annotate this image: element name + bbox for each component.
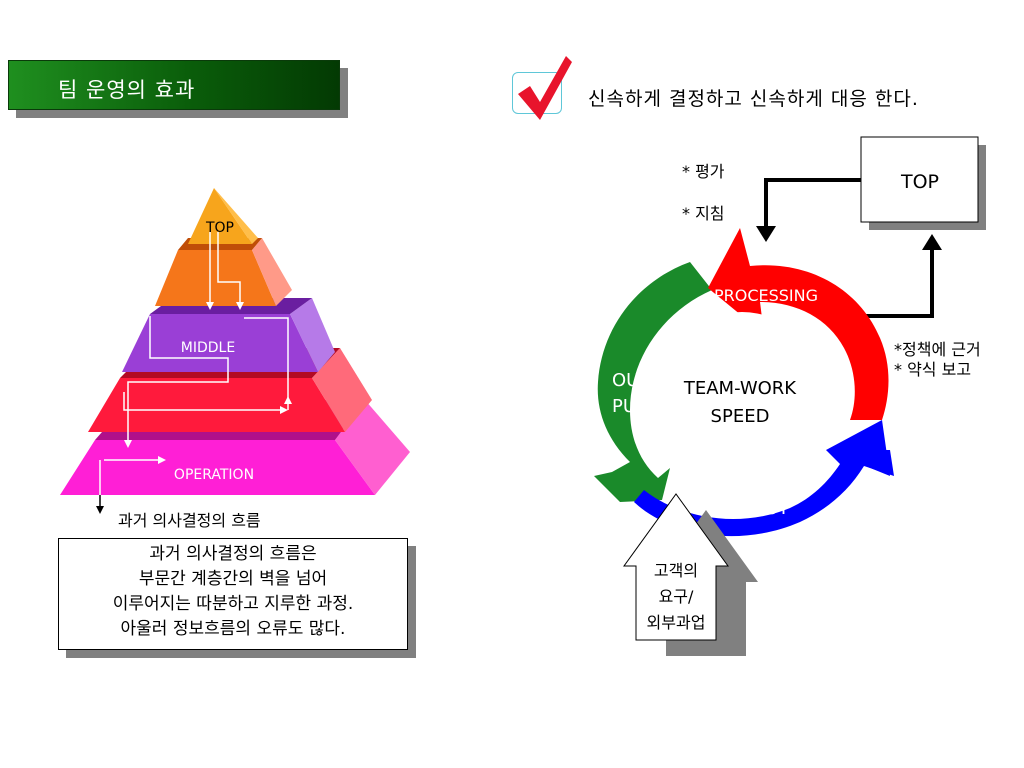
pyramid-tier-4 — [88, 378, 345, 432]
explain-line-2: 부문간 계층간의 벽을 넘어 — [138, 569, 328, 589]
customer-arrow — [623, 493, 729, 641]
headline: 신속하게 결정하고 신속하게 대응 한다. — [588, 88, 919, 110]
pyramid-tier-2 — [155, 250, 276, 306]
pyramid-tier-top — [188, 188, 252, 244]
title-bar — [8, 60, 340, 110]
pyramid-tier-4-side — [312, 348, 372, 432]
top-to-processing-arrowhead — [756, 226, 776, 242]
input-label: IN -PUT — [723, 498, 790, 519]
processing-to-top-line — [860, 248, 934, 318]
note-policy: *정책에 근거 — [894, 340, 981, 359]
cycle-diagram: TOP PROCESSING OUT- PUT IN -PUT TEAM-WOR… — [594, 136, 986, 656]
page-title: 팀 운영의 효과 — [58, 78, 196, 102]
center-label-line-1: TEAM-WORK — [683, 378, 797, 399]
note-guideline: * 지침 — [682, 204, 725, 223]
top-box — [860, 136, 979, 223]
pyramid-label-operation: OPERATION — [174, 467, 254, 483]
top-to-processing-line — [764, 178, 861, 230]
cycle-output-arrow — [594, 262, 712, 502]
output-label-line-1: OUT- — [612, 370, 655, 391]
pyramid-tier-2-side — [252, 238, 292, 306]
pyramid-tier-operation — [60, 440, 375, 495]
cycle-processing-arrow — [708, 228, 889, 420]
cycle-center — [664, 312, 820, 468]
pyramid-label-top: TOP — [205, 220, 234, 236]
customer-line-3: 외부과업 — [647, 613, 706, 632]
pyramid-tier-top-side — [214, 188, 258, 244]
pyramid-tier-middle-side — [290, 298, 335, 372]
pyramid-diagram: TOP MIDDLE OPERATION — [60, 188, 410, 514]
note-brief-report: * 약식 보고 — [894, 360, 972, 379]
output-label-line-2: PUT — [612, 396, 648, 417]
pyramid-tier-operation-side — [335, 400, 410, 495]
top-box-label: TOP — [900, 171, 939, 193]
center-label-line-2: SPEED — [711, 406, 770, 427]
customer-line-2: 요구/ — [659, 587, 694, 606]
explain-line-3: 이루어지는 따분하고 지루한 과정. — [112, 594, 354, 614]
flow-down-arrowhead — [96, 506, 104, 514]
processing-label: PROCESSING — [714, 286, 818, 305]
explain-line-4: 아울러 정보흐름의 오류도 많다. — [120, 619, 346, 639]
note-evaluation: * 평가 — [682, 162, 725, 181]
explain-line-1: 과거 의사결정의 흐름은 — [149, 544, 317, 564]
customer-line-1: 고객의 — [654, 561, 698, 580]
processing-to-top-arrowhead — [922, 234, 942, 250]
pyramid-label-middle: MIDDLE — [181, 340, 235, 356]
decision-flow-lines — [99, 232, 289, 508]
explain-box: 과거 의사결정의 흐름은 부문간 계층간의 벽을 넘어 이루어지는 따분하고 지… — [58, 538, 408, 650]
flow-arrowheads — [124, 302, 292, 464]
pyramid-caption: 과거 의사결정의 흐름 — [118, 511, 261, 530]
check-icon — [518, 56, 572, 120]
